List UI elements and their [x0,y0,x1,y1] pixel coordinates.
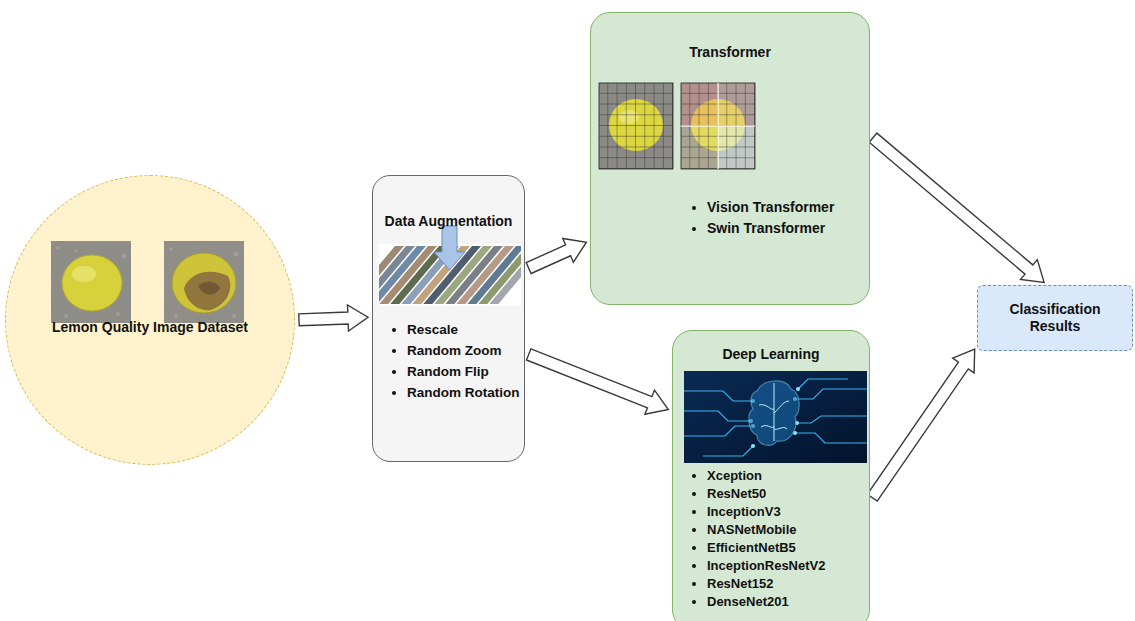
heading-row: Deep Learning [673,345,869,363]
augmentation-box: Data AugmentationRescaleRandom ZoomRando… [372,175,525,462]
block-arrow [867,349,974,501]
list-item: NASNetMobile [707,521,825,539]
bullet-list: Vision TransformerSwin Transformer [689,197,834,239]
heading-row: Data Augmentation [373,212,524,230]
transformer-box: TransformerVision TransformerSwin Transf… [590,12,870,305]
result-box: Classification Results [977,285,1133,351]
list-item: Rescale [407,319,520,340]
deep-learning-box: Deep LearningXceptionResNet50InceptionV3… [672,330,870,621]
list-item: Xception [707,467,825,485]
list-item: ResNet50 [707,485,825,503]
list-item: Random Rotation [407,382,520,403]
bullet-list: RescaleRandom ZoomRandom FlipRandom Rota… [389,319,520,403]
list-item: DenseNet201 [707,593,825,611]
list-item: Swin Transformer [707,218,834,239]
block-arrow [527,349,669,415]
list-item: InceptionV3 [707,503,825,521]
box-heading: Deep Learning [722,346,819,362]
dataset-circle: Lemon Quality Image Dataset [5,175,295,465]
box-heading: Data Augmentation [385,213,513,229]
box-heading: Lemon Quality Image Dataset [52,319,248,335]
bullet-list: XceptionResNet50InceptionV3NASNetMobileE… [689,467,825,611]
list-item: EfficientNetB5 [707,539,825,557]
list-item: Random Flip [407,361,520,382]
list-item: Random Zoom [407,340,520,361]
list-item: InceptionResNetV2 [707,557,825,575]
heading-row: Lemon Quality Image Dataset [6,318,294,336]
box-heading: Transformer [689,44,771,60]
heading-row: Transformer [591,43,869,61]
list-item: ResNet152 [707,575,825,593]
list-item: Vision Transformer [707,197,834,218]
block-arrow [869,133,1044,282]
node-label: Classification Results [988,301,1122,335]
block-arrow [526,239,586,274]
block-arrow [299,305,368,331]
